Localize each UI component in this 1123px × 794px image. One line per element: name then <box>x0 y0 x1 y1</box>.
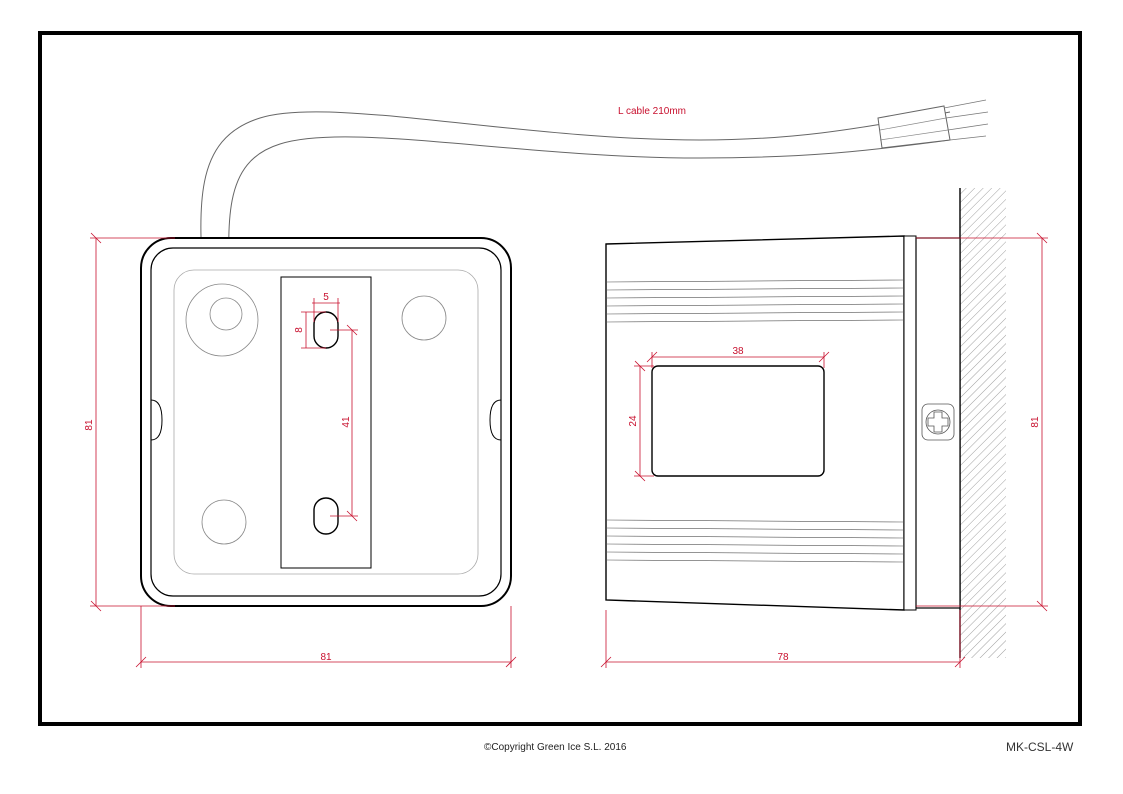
front-plate <box>173 269 479 575</box>
slot-width-label: 5 <box>323 292 329 303</box>
side-view <box>605 188 1006 658</box>
window-height-label: 24 <box>628 415 639 427</box>
cable-entry-hole <box>209 297 243 331</box>
front-width-label: 81 <box>320 652 332 663</box>
label-window <box>651 365 825 477</box>
window-width-label: 38 <box>732 346 744 357</box>
model-code: MK-CSL-4W <box>1006 740 1074 754</box>
side-depth-label: 78 <box>777 652 789 663</box>
cable <box>200 99 989 319</box>
ribs-top <box>605 279 905 323</box>
ribs-bottom <box>605 519 905 563</box>
left-notch <box>150 399 163 441</box>
cable-length-label: L cable 210mm <box>618 106 686 117</box>
mounting-hole-bottom-left <box>201 499 247 545</box>
wall-hatching <box>960 188 1006 658</box>
front-height-label: 81 <box>84 419 95 431</box>
slot-height-label: 8 <box>294 327 305 333</box>
drawing-frame <box>38 31 1082 726</box>
side-height-label: 81 <box>1030 416 1041 428</box>
front-dimensions <box>90 232 517 668</box>
side-dimensions <box>600 232 1048 668</box>
mounting-bracket <box>280 276 372 569</box>
slot-spacing-label: 41 <box>341 416 352 428</box>
side-ring <box>903 235 917 611</box>
front-housing-inner <box>150 247 502 597</box>
copyright-text: ©Copyright Green Ice S.L. 2016 <box>484 742 627 753</box>
right-notch <box>489 399 502 441</box>
screw-icon <box>921 403 955 441</box>
mounting-hole-top-right <box>401 295 447 341</box>
front-view <box>140 237 512 607</box>
